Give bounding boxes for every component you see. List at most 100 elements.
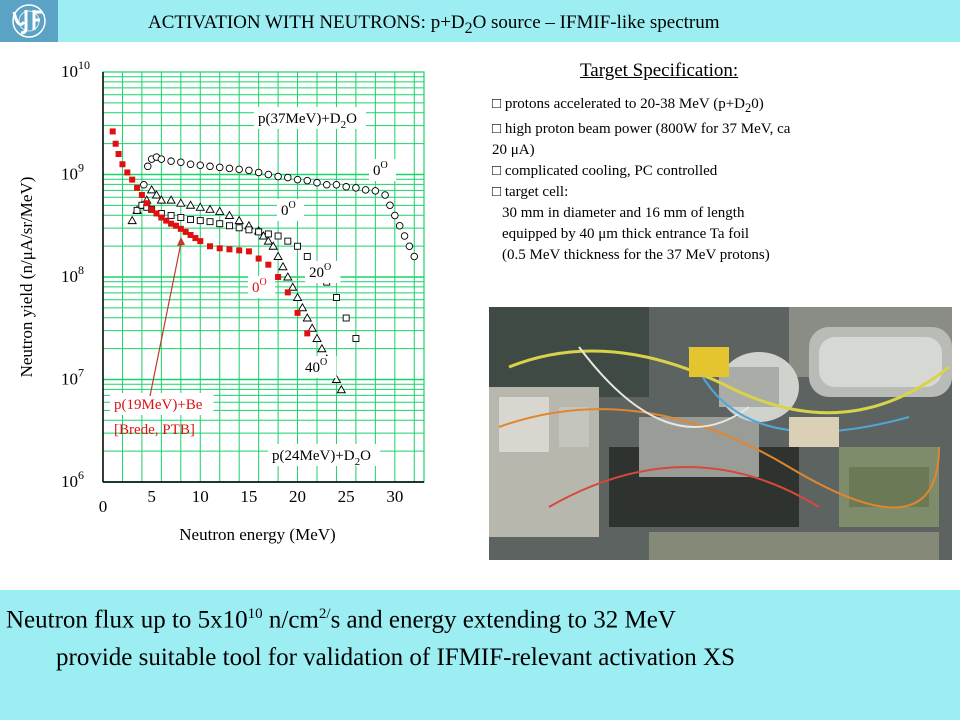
data-point-circle [206,162,214,171]
data-point-circle [352,184,360,192]
data-point-filled [226,246,233,253]
bullet-icon: □ [492,96,502,112]
data-point-circle [293,175,302,184]
data-point-triangle [297,302,308,312]
x-axis-title: Neutron energy (MeV) [179,525,335,544]
y-tick-label: 1010 [61,58,90,81]
data-point-filled [255,255,262,262]
data-point-square [294,242,301,250]
data-point-filled [216,245,223,252]
annotation-angle-0: 0O [281,200,296,219]
spec-item: □ target cell: [492,182,932,203]
data-point-filled [153,210,160,217]
x-tick-label: 15 [240,487,257,506]
data-point-circle [254,168,263,177]
spec-list: □ protons accelerated to 20-38 MeV (p+D2… [492,94,932,266]
annotation-angle-0-p37: 0O [373,160,388,179]
data-point-filled [143,200,150,207]
spec-item: □ complicated cooling, PC controlled [492,161,932,182]
data-point-triangle [263,236,274,245]
data-point-circle [371,187,380,195]
data-point-filled [265,261,272,268]
spec-item: 30 mm in diameter and 16 mm of length [492,203,932,224]
data-point-triangle [151,190,162,199]
data-point-triangle [302,313,313,322]
data-point-square [274,232,282,240]
data-point-triangle [224,210,235,219]
data-point-circle [264,170,273,179]
footer-band: Neutron flux up to 5x1010 n/cm2/s and en… [0,590,960,720]
data-point-filled [129,176,136,183]
data-point-triangle [127,215,137,225]
data-point-filled [192,235,199,242]
data-point-square [264,230,272,238]
data-point-square [235,224,243,232]
data-point-circle [313,178,321,187]
spec-heading: Target Specification: [580,60,739,81]
data-point-square [187,216,194,224]
data-point-circle [322,180,331,189]
data-point-circle [140,180,148,189]
title-text-post: O source – IFMIF-like spectrum [472,12,720,33]
data-point-circle [332,180,341,189]
data-point-circle [274,172,282,181]
footer-superscript-2: 2/ [318,606,331,622]
annotation-bg [254,107,366,129]
data-point-triangle [283,272,293,281]
data-point-circle [410,252,419,261]
data-point-square [196,217,204,225]
chart-axes [102,72,424,483]
data-point-filled [163,217,170,224]
experimental-setup-photo [489,307,952,560]
annotation-arrow [149,242,182,397]
data-point-circle [405,242,414,250]
data-point-triangle [268,241,279,250]
y-tick-label: 109 [61,161,84,184]
spec-item: □ high proton beam power (800W for 37 Me… [492,119,932,140]
data-point-triangle [234,215,244,225]
data-point-triangle [146,184,157,194]
spec-item-text: protons accelerated to 20-38 MeV (p+D [504,96,746,112]
data-point-square [352,335,360,342]
bullet-icon: □ [492,163,502,179]
data-point-filled [134,184,141,191]
data-point-filled [275,274,282,280]
data-point-filled [119,161,126,168]
footer-text-mid: n/cm [262,606,319,634]
data-point-square [342,314,350,322]
data-point-circle [157,155,166,163]
page-title: ACTIVATION WITH NEUTRONS: p+D2O source –… [148,12,720,38]
spec-item: □ protons accelerated to 20-38 MeV (p+D2… [492,94,932,119]
spec-subscript: 2 [745,101,752,115]
data-point-circle [196,161,205,170]
data-point-filled [187,231,194,238]
data-point-circle [381,191,389,199]
data-point-circle [361,186,370,194]
annotation-bg [277,199,304,221]
data-point-circle [143,162,152,171]
data-point-square [284,237,292,245]
annotation-p19-be: p(19MeV)+Be [114,397,203,413]
data-point-triangle [195,202,206,211]
data-point-triangle [336,384,347,394]
data-point-triangle [331,374,342,383]
spec-item-text: target cell: [504,184,569,200]
data-point-filled [109,128,116,135]
data-point-filled [138,192,145,198]
data-point-triangle [205,204,215,213]
title-subscript: 2 [464,19,473,37]
data-point-circle [225,164,234,173]
data-point-circle [391,211,399,220]
data-point-filled [236,247,243,254]
x-tick-label: 20 [289,487,306,506]
y-tick-label: 108 [61,263,84,286]
spec-item: (0.5 MeV thickness for the 37 MeV proton… [492,245,932,266]
data-point-circle [177,158,185,166]
spec-item: equipped by 40 μm thick entrance Ta foil [492,224,932,245]
annotation-arrowhead [177,236,185,246]
title-bar: ACTIVATION WITH NEUTRONS: p+D2O source –… [58,0,960,42]
data-point-filled [245,248,252,255]
data-point-filled [197,238,204,245]
data-point-circle [284,173,292,182]
data-point-triangle [292,292,303,301]
